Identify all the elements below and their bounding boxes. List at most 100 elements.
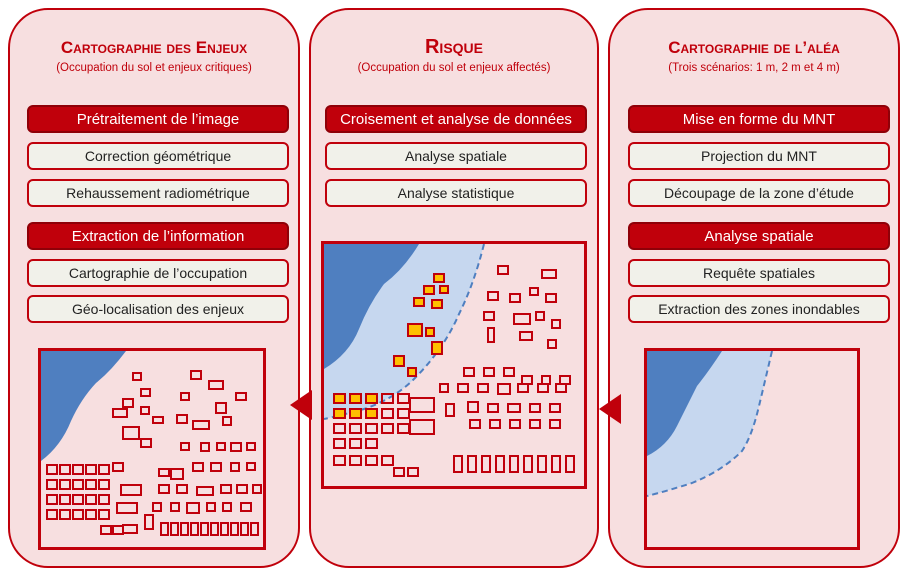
map-risque-canvas: [324, 244, 575, 477]
building: [235, 392, 247, 401]
building: [152, 416, 164, 424]
building: [192, 462, 204, 472]
building: [100, 525, 112, 535]
building: [85, 464, 97, 475]
building: [409, 397, 435, 413]
step-croisement: Croisement et analyse de données: [325, 105, 587, 133]
building: [72, 509, 84, 520]
building: [59, 509, 71, 520]
building: [521, 375, 533, 385]
arrow-right-to-center-icon: [599, 394, 621, 424]
building: [349, 438, 362, 449]
building: [122, 524, 138, 534]
building: [453, 455, 463, 473]
building: [529, 287, 539, 296]
step-mise-en-forme-mnt: Mise en forme du MNT: [628, 105, 890, 133]
panel-subtitle: (Trois scénarios: 1 m, 2 m et 4 m): [668, 62, 840, 74]
map-risque: [321, 241, 587, 489]
building: [559, 375, 571, 385]
building: [112, 525, 124, 535]
panel-alea: Cartographie de l’aléa (Trois scénarios:…: [608, 8, 900, 568]
building: [170, 502, 180, 512]
building: [547, 339, 557, 349]
affected-building: [333, 408, 346, 419]
building: [551, 455, 561, 473]
building: [381, 393, 394, 404]
affected-building: [393, 355, 405, 367]
building: [98, 479, 110, 490]
building: [507, 403, 521, 413]
water-body: [647, 351, 722, 456]
water-body: [41, 351, 126, 461]
building: [170, 522, 179, 536]
building: [85, 494, 97, 505]
building: [59, 464, 71, 475]
building: [381, 423, 394, 434]
step-extraction: Extraction de l’information: [27, 222, 289, 250]
building: [122, 426, 140, 440]
building: [349, 423, 362, 434]
building: [190, 370, 202, 380]
building: [349, 455, 362, 466]
building: [519, 331, 533, 341]
building: [509, 419, 521, 429]
building: [140, 388, 151, 397]
building: [98, 509, 110, 520]
building: [535, 311, 545, 321]
building: [122, 398, 134, 408]
building: [467, 455, 477, 473]
building: [46, 494, 58, 505]
building: [513, 313, 531, 325]
affected-building: [407, 323, 423, 337]
affected-building: [407, 367, 417, 377]
building: [509, 293, 521, 303]
building: [365, 438, 378, 449]
step-pretraitement: Prétraitement de l’image: [27, 105, 289, 133]
building: [252, 484, 262, 494]
building: [246, 442, 256, 451]
panel-subtitle: (Occupation du sol et enjeux affectés): [357, 62, 551, 74]
building: [545, 293, 557, 303]
arrow-left-to-center-icon: [290, 390, 312, 420]
building: [537, 455, 547, 473]
affected-building: [425, 327, 435, 337]
map-enjeux-canvas: [41, 351, 262, 536]
building: [549, 403, 561, 413]
building: [551, 319, 561, 329]
building: [240, 522, 249, 536]
building: [140, 438, 152, 448]
building: [72, 479, 84, 490]
building: [210, 522, 219, 536]
building: [483, 367, 495, 377]
panel-subtitle: (Occupation du sol et enjeux critiques): [56, 62, 252, 74]
affected-building: [439, 285, 449, 294]
building: [85, 479, 97, 490]
panel-title: Cartographie de l’aléa: [668, 38, 840, 57]
building: [132, 372, 142, 381]
building: [46, 464, 58, 475]
building: [497, 265, 509, 275]
building: [206, 502, 216, 512]
building: [176, 484, 188, 494]
building: [72, 464, 84, 475]
building: [517, 383, 529, 393]
building: [483, 311, 495, 321]
building: [59, 494, 71, 505]
building: [180, 392, 190, 401]
building: [208, 380, 224, 390]
step-projection-mnt: Projection du MNT: [628, 142, 890, 170]
building: [116, 502, 138, 514]
building: [192, 420, 210, 430]
building: [487, 327, 495, 343]
building: [333, 455, 346, 466]
building: [144, 514, 154, 530]
building: [59, 479, 71, 490]
building: [381, 408, 394, 419]
building: [246, 462, 256, 471]
building: [190, 522, 199, 536]
building: [445, 403, 455, 417]
building: [250, 522, 259, 536]
affected-building: [431, 299, 443, 309]
building: [463, 367, 475, 377]
building: [397, 408, 410, 419]
